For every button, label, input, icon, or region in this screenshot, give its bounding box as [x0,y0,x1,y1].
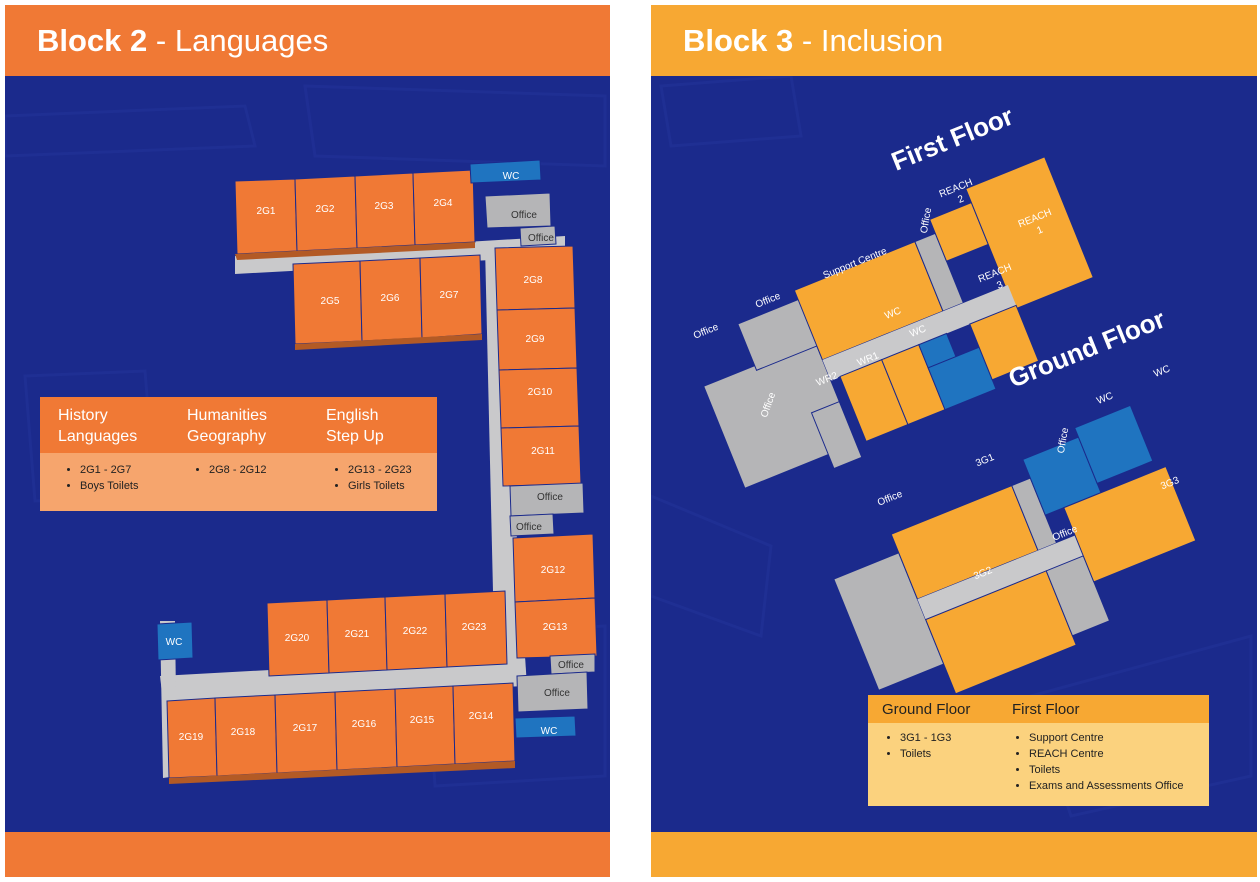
room-2g12: 2G12 [541,565,566,576]
legend-history: History [58,407,108,424]
legend-languages: Languages [58,428,138,445]
block2-panel: Block 2 - Languages [5,5,610,877]
room-2g21: 2G21 [345,629,370,640]
legend-item: REACH Centre [1029,746,1183,762]
block2-title: Block 2 - Languages [37,23,329,58]
ground-floor-building [833,404,1197,695]
room-2g22: 2G22 [403,626,428,637]
legend-item: Boys Toilets [80,478,139,494]
wc-bottom: WC [541,726,558,737]
room-2g19: 2G19 [179,732,204,743]
first-floor-building [703,156,1094,489]
room-2g16: 2G16 [352,719,377,730]
room-wc-4: WC [1152,363,1172,379]
room-2g4: 2G4 [434,198,453,209]
office-f: Office [1056,426,1071,454]
office-5: Office [558,660,584,671]
legend-list-col2: 2G8 - 2G12 [193,462,266,478]
office-3: Office [537,492,563,503]
room-2g11: 2G11 [531,446,555,457]
block3-legend: Ground Floor First Floor 3G1 - 1G3 Toile… [868,695,1209,806]
legend-first-list: Support Centre REACH Centre Toilets Exam… [1013,730,1183,794]
block3-header: Block 3 - Inclusion [651,5,1257,76]
room-2g2: 2G2 [316,204,335,215]
block3-legend-header: Ground Floor First Floor [868,695,1209,723]
legend-list-col1: 2G1 - 2G7 Boys Toilets [64,462,139,494]
room-2g14: 2G14 [469,711,494,722]
block2-floor-plan: 2G1 2G2 2G3 2G4 2G5 2G6 2G7 2G8 2G9 2G10… [5,84,607,788]
block3-floor-plan: First Floor Ground Floor Support Centre … [651,76,1253,818]
legend-english: English [326,407,379,424]
block3-footer [651,832,1257,877]
first-floor-label: First Floor [887,101,1017,177]
legend-item: Exams and Assessments Office [1029,778,1183,794]
legend-item: 2G8 - 2G12 [209,462,266,478]
legend-item: 2G1 - 2G7 [80,462,139,478]
legend-item: 3G1 - 1G3 [900,730,951,746]
block3-title: Block 3 - Inclusion [683,23,944,58]
room-reach2-b: 2 [956,193,966,205]
legend-step-up: Step Up [326,428,384,445]
room-2g20: 2G20 [285,633,310,644]
room-2g17: 2G17 [293,723,318,734]
legend-humanities: Humanities [187,407,268,424]
legend-list-col3: 2G13 - 2G23 Girls Toilets [332,462,412,494]
block2-footer [5,832,610,877]
legend-first-floor: First Floor [1012,701,1080,718]
room-2g6: 2G6 [381,293,400,304]
room-2g10: 2G10 [528,387,553,398]
office-4: Office [516,522,542,533]
room-2g3: 2G3 [375,201,394,212]
office-a: Office [692,322,721,342]
legend-item: Toilets [900,746,951,762]
room-2g1: 2G1 [257,206,276,217]
wc-top: WC [503,171,520,182]
room-2g13: 2G13 [543,622,568,633]
room-2g9: 2G9 [526,334,545,345]
legend-item: Support Centre [1029,730,1183,746]
block2-legend-body: 2G1 - 2G7 Boys Toilets 2G8 - 2G12 2G13 -… [40,453,437,511]
legend-geography: Geography [187,428,267,445]
office-d: Office [919,206,934,234]
room-2g8: 2G8 [524,275,543,286]
legend-ground-list: 3G1 - 1G3 Toilets [884,730,951,762]
office-e: Office [876,489,905,509]
block3-panel: Block 3 - Inclusion [651,5,1257,877]
room-wc-3: WC [1095,390,1115,406]
office-6: Office [544,688,570,699]
room-2g23: 2G23 [462,622,487,633]
wc-left: WC [166,637,183,648]
legend-item: Girls Toilets [348,478,412,494]
room-reach3-b: 3 [995,279,1005,291]
room-2g18: 2G18 [231,727,256,738]
legend-item: Toilets [1029,762,1183,778]
room-3g1: 3G1 [974,452,996,469]
legend-item: 2G13 - 2G23 [348,462,412,478]
office-1: Office [511,210,537,221]
block2-header: Block 2 - Languages [5,5,610,76]
room-reach1-b: 1 [1035,224,1045,236]
legend-ground-floor: Ground Floor [882,701,971,718]
room-2g15: 2G15 [410,715,435,726]
office-2: Office [528,233,554,244]
block3-legend-body: 3G1 - 1G3 Toilets Support Centre REACH C… [868,723,1209,806]
room-2g5: 2G5 [321,296,340,307]
room-2g7: 2G7 [440,290,459,301]
